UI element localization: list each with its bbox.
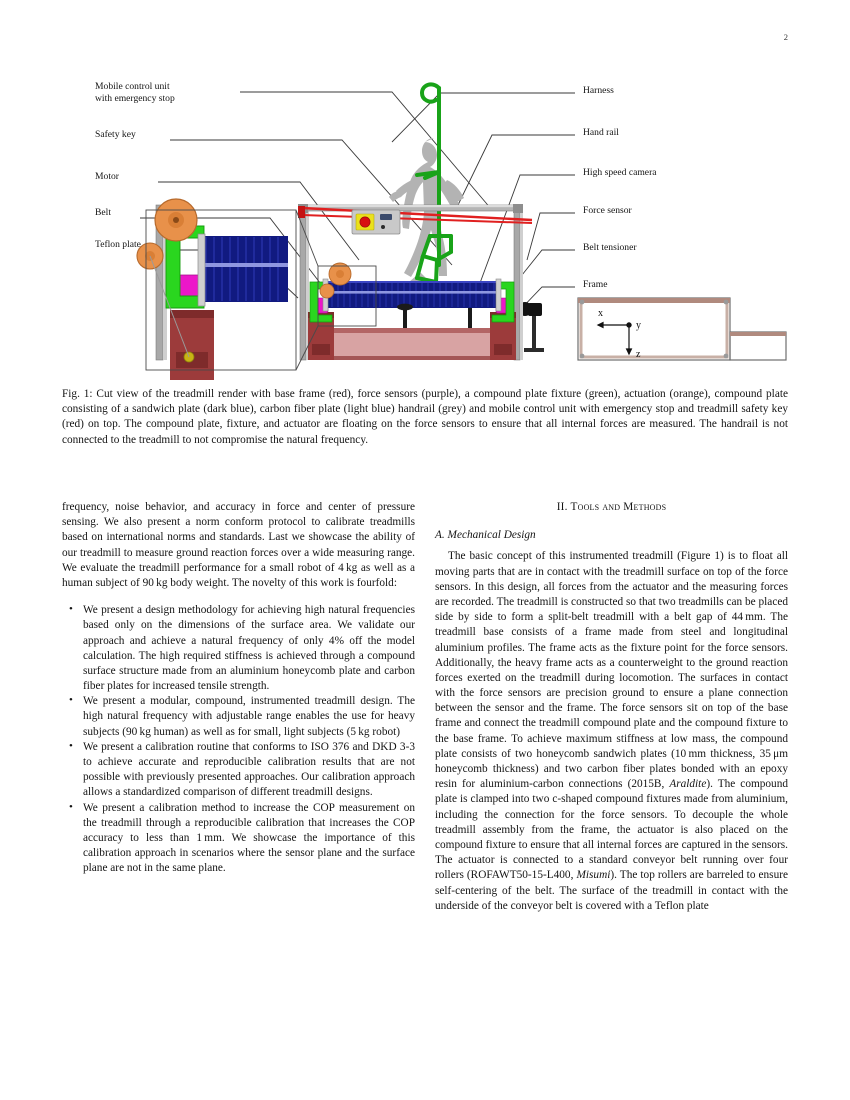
list-item: We present a calibration method to incre… xyxy=(62,800,415,877)
brand-misumi: Misumi xyxy=(576,869,611,882)
list-item: We present a design methodology for achi… xyxy=(62,602,415,694)
paragraph-part-a: The basic concept of this instrumented t… xyxy=(435,550,788,791)
figure-render: x y z xyxy=(62,60,788,380)
compound-plate-belt xyxy=(326,281,498,308)
section-numeral: II. xyxy=(556,501,568,513)
figure-label-high-speed-camera: High speed camera xyxy=(583,167,657,178)
page-number: 2 xyxy=(783,32,788,42)
intro-paragraph: frequency, noise behavior, and accuracy … xyxy=(62,501,415,589)
section-title: Tools and Methods xyxy=(570,501,667,513)
contributions-list: We present a design methodology for achi… xyxy=(62,602,415,877)
reference-frame-drawing xyxy=(577,297,787,361)
figure-1: x y z xyxy=(62,60,788,380)
subsection-heading: A. Mechanical Design xyxy=(435,529,536,542)
figure-label-mobile-control-unit: Mobile control unit with emergency stop xyxy=(95,81,175,104)
axis-label-z: z xyxy=(636,349,641,360)
hand-rail xyxy=(155,204,523,361)
figure-label-teflon-plate: Teflon plate xyxy=(95,239,141,250)
list-item: We present a calibration routine that co… xyxy=(62,739,415,801)
label-line-2: with emergency stop xyxy=(95,92,175,104)
mobile-control-unit xyxy=(351,209,401,235)
figure-label-motor: Motor xyxy=(95,171,119,182)
figure-label-safety-key: Safety key xyxy=(95,129,136,140)
motor-support xyxy=(397,303,472,328)
axis-label-x: x xyxy=(598,308,603,319)
brand-araldite: Araldite xyxy=(669,778,707,791)
axis-label-y: y xyxy=(636,320,641,331)
figure-label-layer: Mobile control unit with emergency stop … xyxy=(62,60,788,380)
figure-label-harness: Harness xyxy=(583,85,614,96)
right-column: II. Tools and Methods A. Mechanical Desi… xyxy=(435,500,788,914)
treadmill-render-svg: x y z xyxy=(136,82,787,380)
label-line-1: Mobile control unit xyxy=(95,81,170,92)
detail-assembly-small xyxy=(319,262,352,299)
paragraph-part-c: ). The top rollers are barreled to ensur… xyxy=(435,869,789,912)
safety-tether-red xyxy=(298,206,533,224)
mechanical-design-paragraph: The basic concept of this instrumented t… xyxy=(435,549,788,914)
left-column: frequency, noise behavior, and accuracy … xyxy=(62,500,415,877)
figure-label-frame: Frame xyxy=(583,279,608,290)
detail-assembly-left xyxy=(136,198,288,380)
paragraph-part-b: ). The compound plate is clamped into tw… xyxy=(435,778,788,882)
list-item: We present a modular, compound, instrume… xyxy=(62,693,415,740)
detail-callout xyxy=(145,209,377,371)
figure-label-hand-rail: Hand rail xyxy=(583,127,619,138)
coordinate-axes xyxy=(596,321,633,356)
figure-label-belt: Belt xyxy=(95,207,111,218)
figure-label-belt-tensioner: Belt tensioner xyxy=(583,242,637,253)
section-heading: II. Tools and Methods xyxy=(435,500,788,515)
figure-label-force-sensor: Force sensor xyxy=(583,205,632,216)
figure-caption: Fig. 1: Cut view of the treadmill render… xyxy=(62,388,788,446)
